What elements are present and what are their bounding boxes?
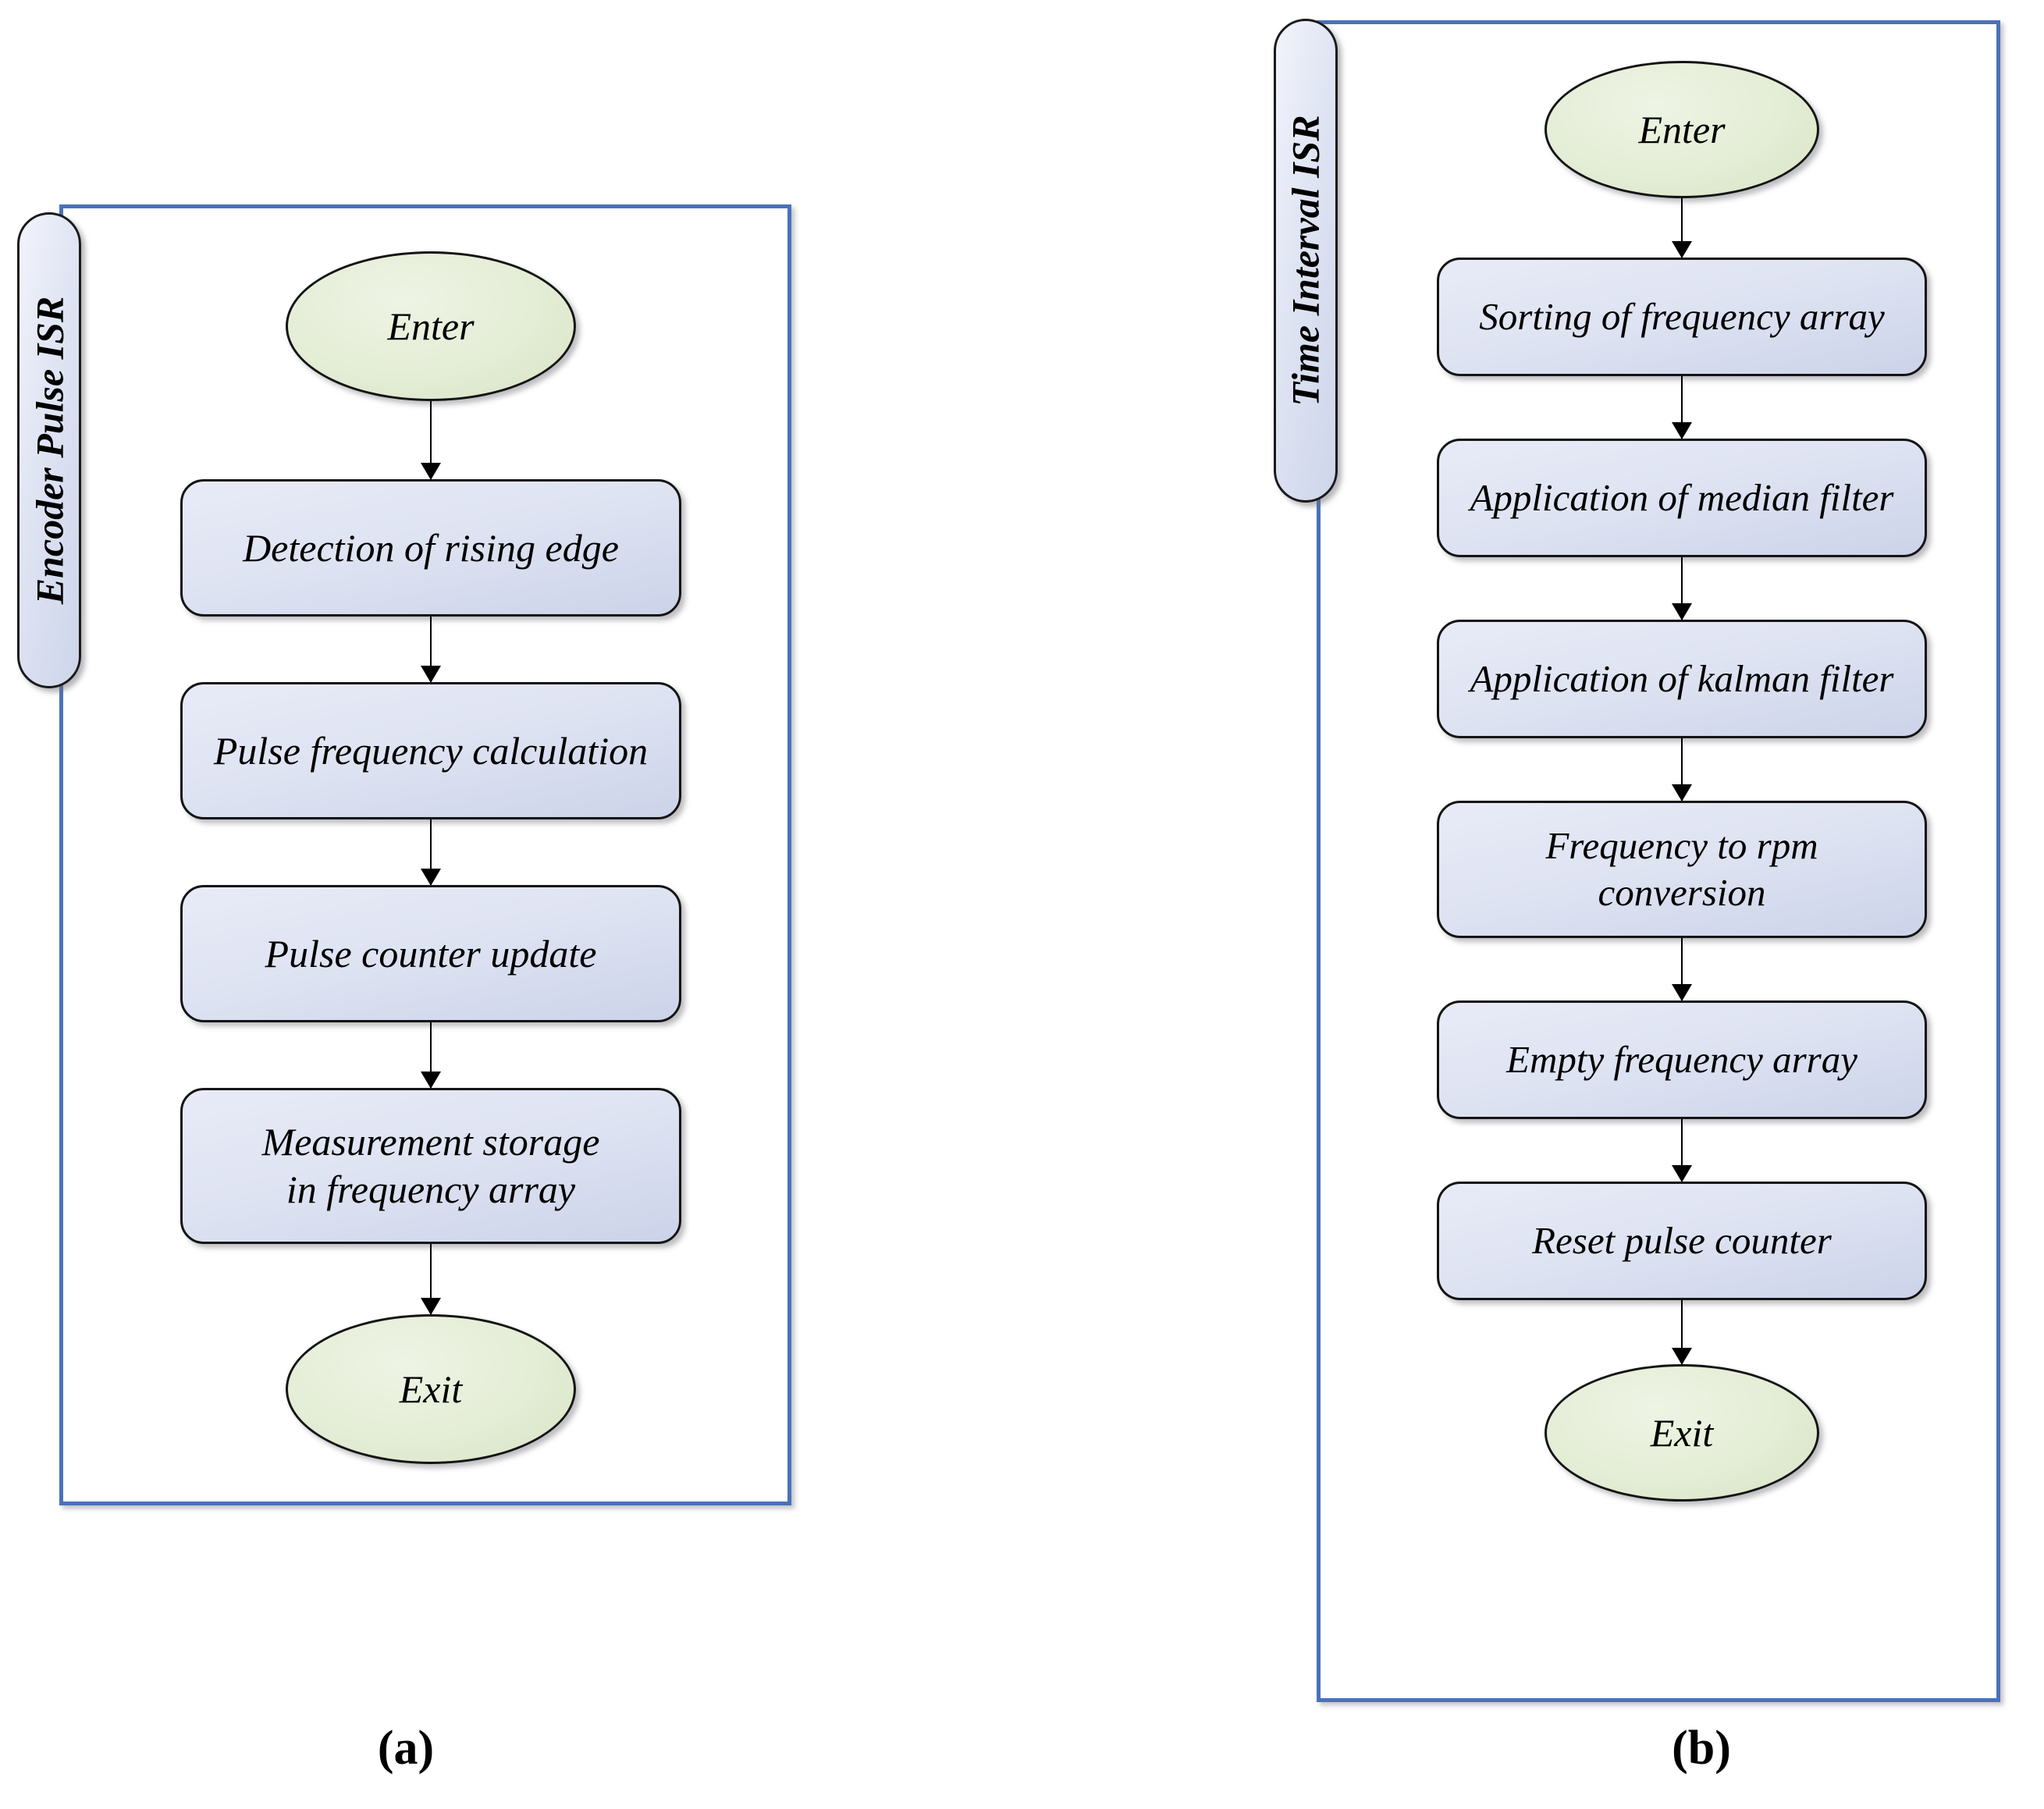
node-b-exit[interactable]: Exit: [1545, 1364, 1819, 1502]
node-a-enter-label: Enter: [387, 304, 475, 348]
node-a-measurement-line-1: Measurement storage: [261, 1120, 600, 1164]
node-b-frequency-to-rpm-conversion[interactable]: Frequency to rpm conversion: [1437, 801, 1927, 938]
node-b-enter-label: Enter: [1638, 107, 1726, 151]
node-a-exit-label: Exit: [399, 1367, 463, 1411]
node-b-frequency-rpm-text: Frequency to rpm conversion: [1545, 823, 1818, 916]
connector-a-5: [430, 1244, 432, 1314]
node-a-enter[interactable]: Enter: [286, 251, 576, 401]
panel-a-flow: Enter Detection of rising edge Pulse fre…: [173, 251, 688, 1464]
node-a-pulse-frequency-label: Pulse frequency calculation: [213, 728, 649, 773]
node-a-pulse-counter-update[interactable]: Pulse counter update: [180, 885, 681, 1022]
node-a-measurement-storage[interactable]: Measurement storage in frequency array: [180, 1088, 681, 1244]
connector-b-4: [1681, 738, 1683, 801]
node-a-pulse-frequency-calculation[interactable]: Pulse frequency calculation: [180, 682, 681, 819]
node-a-measurement-line-2: in frequency array: [286, 1167, 576, 1211]
node-b-median-filter-label: Application of median filter: [1470, 476, 1894, 520]
node-b-application-of-kalman-filter[interactable]: Application of kalman filter: [1437, 620, 1927, 738]
node-a-detection-label: Detection of rising edge: [243, 525, 619, 570]
node-b-frequency-rpm-line-1: Frequency to rpm: [1545, 824, 1818, 868]
connector-b-3: [1681, 557, 1683, 620]
connector-a-3: [430, 819, 432, 885]
panel-b-side-tab-label: Time Interval ISR: [1284, 115, 1328, 407]
caption-b: (b): [1672, 1722, 1731, 1775]
node-b-reset-pulse-counter[interactable]: Reset pulse counter: [1437, 1182, 1927, 1300]
node-a-detection-of-rising-edge[interactable]: Detection of rising edge: [180, 479, 681, 617]
node-b-kalman-filter-label: Application of kalman filter: [1470, 657, 1894, 701]
node-b-enter[interactable]: Enter: [1545, 61, 1819, 198]
connector-a-1: [430, 401, 432, 479]
connector-b-5: [1681, 938, 1683, 1000]
panel-a-side-tab-label: Encoder Pulse ISR: [27, 296, 72, 605]
connector-a-4: [430, 1022, 432, 1088]
node-a-pulse-counter-label: Pulse counter update: [265, 931, 597, 976]
node-b-sorting-of-frequency-array[interactable]: Sorting of frequency array: [1437, 258, 1927, 376]
node-b-empty-frequency-array[interactable]: Empty frequency array: [1437, 1000, 1927, 1119]
node-b-sorting-label: Sorting of frequency array: [1479, 295, 1885, 339]
panel-a-side-tab: Encoder Pulse ISR: [17, 212, 81, 688]
panel-b-side-tab: Time Interval ISR: [1274, 19, 1338, 503]
node-b-frequency-rpm-line-2: conversion: [1598, 871, 1766, 914]
connector-a-2: [430, 617, 432, 682]
node-b-reset-counter-label: Reset pulse counter: [1532, 1219, 1832, 1263]
node-a-measurement-storage-text: Measurement storage in frequency array: [262, 1118, 600, 1214]
connector-b-6: [1681, 1119, 1683, 1182]
connector-b-2: [1681, 376, 1683, 439]
node-b-exit-label: Exit: [1650, 1410, 1714, 1455]
node-b-empty-array-label: Empty frequency array: [1506, 1038, 1857, 1082]
node-a-exit[interactable]: Exit: [286, 1314, 576, 1464]
node-b-application-of-median-filter[interactable]: Application of median filter: [1437, 439, 1927, 557]
connector-b-1: [1681, 198, 1683, 258]
panel-b-flow: Enter Sorting of frequency array Applica…: [1432, 61, 1932, 1502]
connector-b-7: [1681, 1300, 1683, 1364]
panel-a-container: [59, 204, 791, 1505]
caption-a: (a): [377, 1722, 435, 1775]
